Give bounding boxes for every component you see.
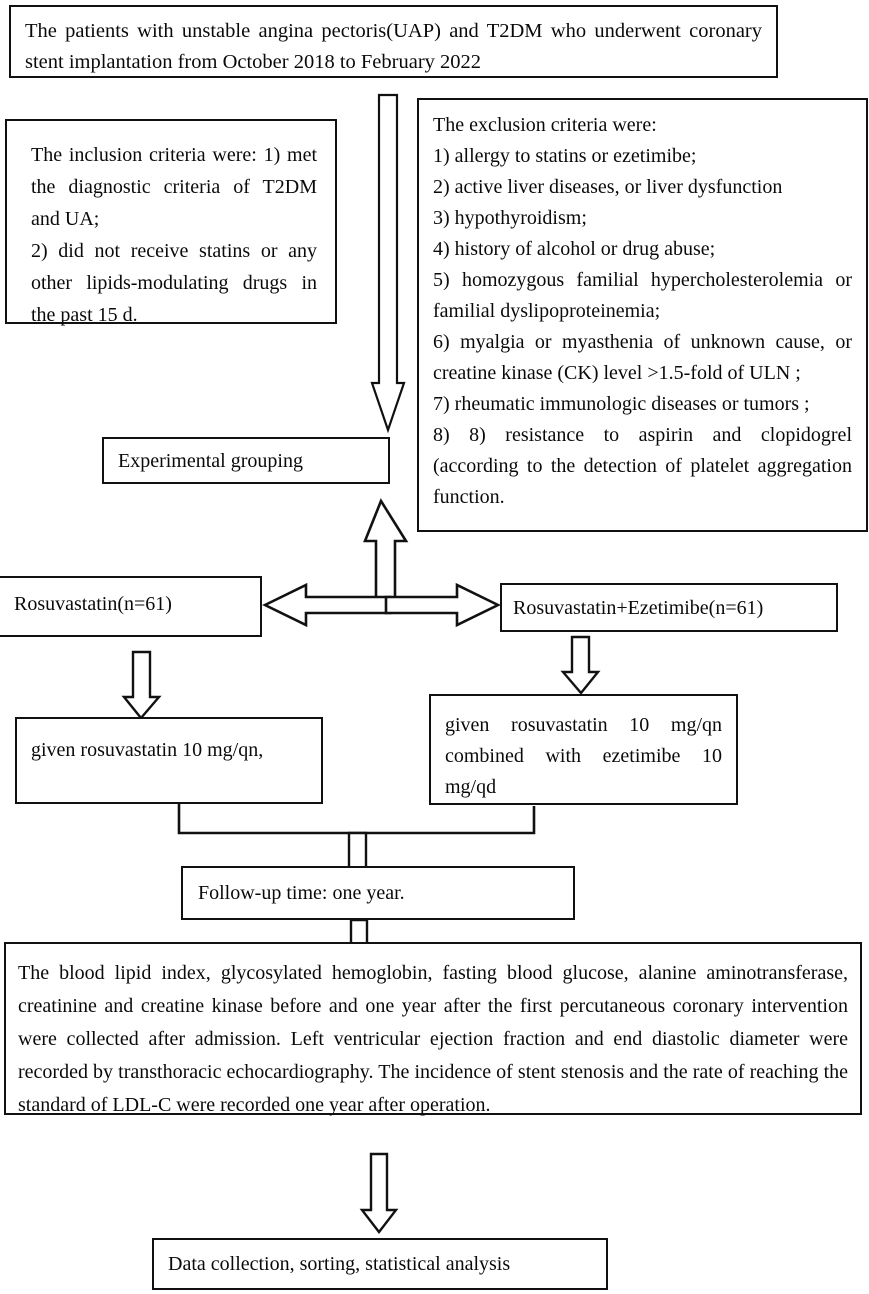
dose-combination-box: given rosuvastatin 10 mg/qn combined wit…	[429, 694, 738, 805]
followup-time-text: Follow-up time: one year.	[198, 882, 405, 904]
experimental-grouping-text: Experimental grouping	[118, 450, 303, 472]
title-to-grouping-arrow	[370, 93, 406, 434]
dose-rosuvastatin-box: given rosuvastatin 10 mg/qn,	[15, 717, 323, 804]
experimental-grouping-box: Experimental grouping	[102, 437, 390, 484]
inclusion-criteria-box: The inclusion criteria were: 1) met the …	[5, 119, 337, 326]
dose-merge-bus	[177, 804, 536, 835]
arm-rosuvastatin-ezetimibe-box: Rosuvastatin+Ezetimibe(n=61)	[500, 583, 838, 632]
split-to-arm-b-arrow	[384, 582, 501, 628]
data-analysis-text: Data collection, sorting, statistical an…	[168, 1253, 511, 1275]
methods-to-final-arrow	[359, 1152, 399, 1234]
exclusion-criteria-box: The exclusion criteria were: 1) allergy …	[417, 98, 868, 532]
measurements-text: The blood lipid index, glycosylated hemo…	[18, 962, 848, 1116]
grouping-to-split-arrow	[363, 498, 409, 610]
arm-a-to-dose-a-arrow	[121, 650, 162, 720]
split-to-arm-a-arrow	[262, 582, 392, 628]
followup-time-box: Follow-up time: one year.	[181, 866, 575, 920]
arm-rosuvastatin-box: Rosuvastatin(n=61)	[0, 576, 262, 637]
dose-rosuvastatin-text: given rosuvastatin 10 mg/qn,	[31, 739, 264, 761]
dose-combination-text: given rosuvastatin 10 mg/qn combined wit…	[445, 714, 722, 798]
exclusion-criteria-text: The exclusion criteria were: 1) allergy …	[433, 114, 852, 508]
measurements-box: The blood lipid index, glycosylated hemo…	[4, 942, 862, 1116]
arm-b-to-dose-b-arrow	[560, 635, 601, 695]
inclusion-criteria-text: The inclusion criteria were: 1) met the …	[31, 144, 317, 326]
cohort-title-text: The patients with unstable angina pector…	[25, 20, 762, 73]
data-analysis-box: Data collection, sorting, statistical an…	[152, 1238, 608, 1290]
arm-rosuvastatin-ezetimibe-text: Rosuvastatin+Ezetimibe(n=61)	[513, 597, 764, 619]
arm-rosuvastatin-text: Rosuvastatin(n=61)	[14, 593, 172, 615]
cohort-title-box: The patients with unstable angina pector…	[9, 5, 778, 78]
